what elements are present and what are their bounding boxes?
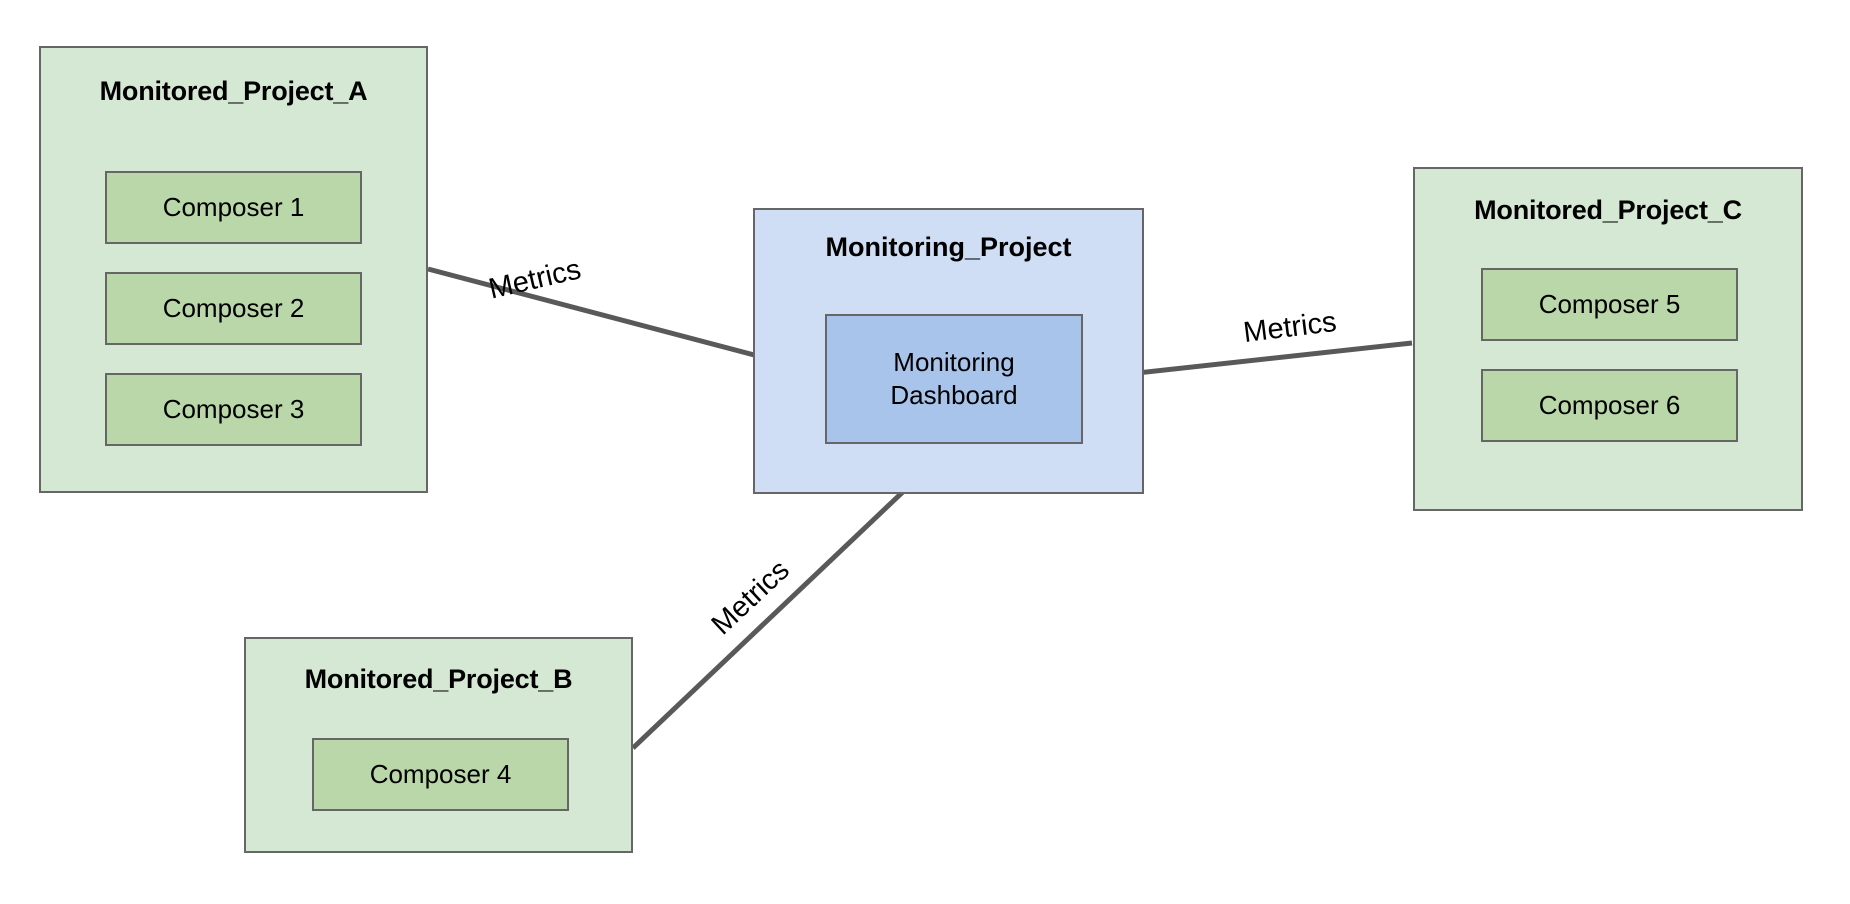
dashboard-line-1: Monitoring: [893, 346, 1015, 377]
node-title-monitoring-project: Monitoring_Project: [825, 232, 1072, 262]
node-monitored-project-c[interactable]: Monitored_Project_C Composer 5 Composer …: [1413, 167, 1803, 511]
node-title-monitored-project-a: Monitored_Project_A: [99, 76, 368, 106]
node-monitored-project-b[interactable]: Monitored_Project_B Composer 4: [244, 637, 633, 853]
node-composer-1[interactable]: Composer 1: [105, 171, 362, 244]
node-composer-1-label: Composer 1: [162, 192, 305, 222]
edge-label-metrics-b: Metrics: [705, 554, 796, 642]
edge-label-metrics-a: Metrics: [485, 253, 585, 306]
arrow-project-b-to-dashboard: [631, 448, 949, 750]
node-composer-5-label: Composer 5: [1538, 289, 1681, 319]
edge-label-metrics-c: Metrics: [1241, 305, 1339, 350]
node-monitoring-dashboard[interactable]: Monitoring Dashboard: [825, 314, 1083, 444]
node-monitoring-dashboard-label: Monitoring Dashboard: [890, 346, 1017, 413]
dashboard-line-2: Dashboard: [890, 380, 1018, 410]
node-composer-3-label: Composer 3: [162, 394, 305, 424]
node-composer-4[interactable]: Composer 4: [312, 738, 569, 811]
node-title-monitored-project-c: Monitored_Project_C: [1474, 195, 1742, 225]
node-composer-6[interactable]: Composer 6: [1481, 369, 1738, 442]
node-composer-3[interactable]: Composer 3: [105, 373, 362, 446]
node-monitored-project-a[interactable]: Monitored_Project_A Composer 1 Composer …: [39, 46, 428, 493]
node-composer-2-label: Composer 2: [162, 293, 305, 323]
node-composer-5[interactable]: Composer 5: [1481, 268, 1738, 341]
node-composer-6-label: Composer 6: [1538, 390, 1681, 420]
node-monitoring-project[interactable]: Monitoring_Project Monitoring Dashboard: [753, 208, 1144, 494]
node-composer-2[interactable]: Composer 2: [105, 272, 362, 345]
node-composer-4-label: Composer 4: [369, 759, 512, 789]
node-title-monitored-project-b: Monitored_Project_B: [304, 664, 573, 694]
